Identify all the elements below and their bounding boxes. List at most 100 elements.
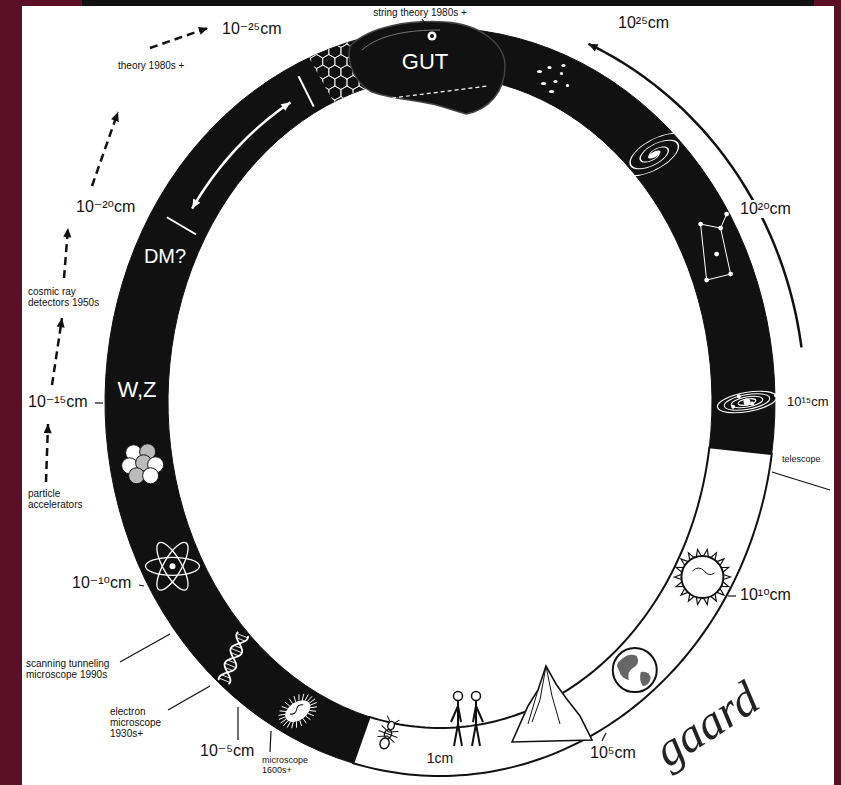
scale bbox=[268, 86, 280, 100]
scale bbox=[329, 23, 341, 37]
scale-label: 1cm bbox=[427, 751, 453, 766]
scale bbox=[347, 160, 359, 174]
galaxy-dot bbox=[560, 72, 563, 75]
exploration-arrow bbox=[92, 112, 118, 186]
scale bbox=[280, 149, 292, 163]
scale bbox=[250, 139, 262, 153]
scale-label: 10⁻²⁰cm bbox=[76, 198, 135, 216]
scale bbox=[250, 76, 262, 90]
star bbox=[704, 278, 709, 283]
bacterium-hair bbox=[309, 699, 315, 703]
scale bbox=[317, 23, 329, 37]
bacterium-hair bbox=[292, 696, 297, 702]
galaxy-arm bbox=[618, 134, 684, 184]
scale bbox=[317, 149, 329, 163]
scale bbox=[402, 107, 414, 121]
scale bbox=[335, 118, 347, 132]
scale bbox=[244, 149, 256, 163]
dm-range-bar bbox=[167, 217, 196, 234]
scale bbox=[359, 160, 371, 174]
scale bbox=[244, 65, 256, 79]
scale bbox=[292, 128, 304, 142]
scale bbox=[305, 65, 317, 79]
human-figure bbox=[451, 692, 463, 747]
bacterium-hair bbox=[310, 701, 316, 706]
scale bbox=[268, 44, 280, 58]
star bbox=[698, 222, 703, 227]
scale bbox=[311, 76, 323, 90]
scale-label: 10¹⁵cm bbox=[787, 395, 829, 409]
dna-rung bbox=[237, 633, 248, 637]
scale bbox=[353, 23, 365, 37]
scale bbox=[395, 139, 407, 153]
bacterium-body bbox=[281, 696, 314, 727]
leader-line bbox=[772, 472, 830, 490]
scale bbox=[317, 128, 329, 142]
scale bbox=[317, 86, 329, 100]
scale bbox=[268, 128, 280, 142]
scale bbox=[298, 118, 310, 132]
scale bbox=[305, 149, 317, 163]
scale bbox=[256, 149, 268, 163]
orbit bbox=[730, 394, 763, 410]
scale bbox=[298, 139, 310, 153]
dna-rung bbox=[219, 678, 230, 682]
scale bbox=[371, 160, 383, 174]
scale bbox=[274, 118, 286, 132]
scale bbox=[323, 97, 335, 111]
spiral-galaxy bbox=[616, 125, 693, 184]
electron-orbit bbox=[151, 538, 194, 594]
scale bbox=[256, 128, 268, 142]
scale-label: 10⁻²⁵cm bbox=[222, 20, 282, 38]
scale bbox=[402, 128, 414, 142]
scale bbox=[268, 149, 280, 163]
bacterium-hair bbox=[298, 720, 303, 726]
scale bbox=[256, 65, 268, 79]
dm-arrow bbox=[192, 102, 290, 208]
instrument-label: particle accelerators bbox=[28, 488, 100, 510]
scale bbox=[353, 107, 365, 121]
scale-label: 10²⁵cm bbox=[618, 14, 669, 32]
scale bbox=[262, 160, 274, 174]
scale bbox=[408, 118, 420, 132]
scale bbox=[408, 139, 420, 153]
physics-label: W,Z bbox=[117, 378, 156, 402]
leader-line bbox=[168, 686, 210, 710]
sun-texture bbox=[692, 568, 714, 575]
exploration-arrow bbox=[52, 318, 62, 385]
head-scale-line bbox=[362, 30, 440, 50]
scale bbox=[311, 139, 323, 153]
scale bbox=[420, 160, 432, 174]
scale bbox=[286, 34, 298, 48]
scale-label: 10⁻¹⁰cm bbox=[72, 574, 131, 592]
scale bbox=[286, 139, 298, 153]
bacterium-hair bbox=[296, 694, 302, 700]
galaxy-arm bbox=[625, 125, 691, 175]
atom-nucleus bbox=[169, 563, 175, 569]
scale bbox=[426, 149, 438, 163]
scale bbox=[359, 139, 371, 153]
dna-strand bbox=[218, 632, 249, 685]
scale bbox=[371, 118, 383, 132]
leader-line bbox=[120, 634, 170, 662]
instrument-label: cosmic ray detectors 1950s bbox=[28, 286, 108, 308]
scale bbox=[250, 97, 262, 111]
scale bbox=[329, 107, 341, 121]
scale bbox=[262, 55, 274, 69]
scale bbox=[341, 86, 353, 100]
sun bbox=[681, 556, 723, 598]
snake-pupil bbox=[430, 34, 434, 38]
ant-legs bbox=[377, 715, 404, 743]
scale bbox=[389, 149, 401, 163]
dna-rung bbox=[228, 660, 236, 663]
scale bbox=[262, 97, 274, 111]
bacterium-hair bbox=[279, 712, 286, 718]
instrument-label: electron microscope 1930s+ bbox=[110, 706, 172, 739]
snake-eye bbox=[428, 32, 437, 41]
dm-range-bar bbox=[299, 76, 314, 106]
scale bbox=[244, 107, 256, 121]
bacterium-hair bbox=[307, 696, 313, 701]
scale bbox=[286, 160, 298, 174]
bacterium-hair bbox=[303, 718, 306, 723]
ant bbox=[373, 715, 403, 752]
